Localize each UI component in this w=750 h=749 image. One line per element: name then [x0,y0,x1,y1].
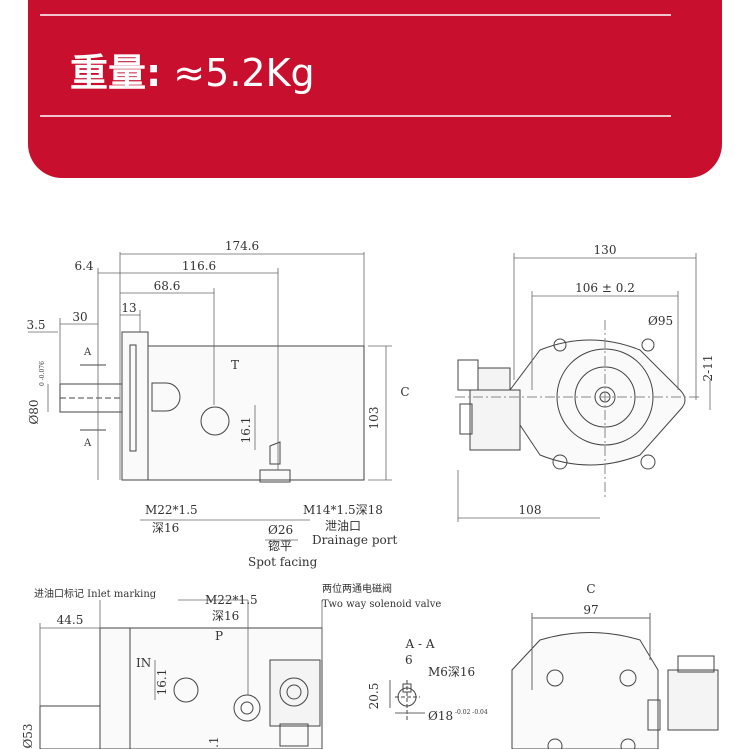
lower-thread-depth: 深16 [212,609,239,623]
dim-bore: Ø95 [648,314,673,328]
weight-value: ≈5.2Kg [173,51,315,95]
lower-partial-dim: 5.1 [207,736,221,749]
section-aa-outline [389,680,425,720]
valve-note-en: Two way solenoid valve [322,599,441,610]
section-marker-top: A [83,347,92,358]
lower-port-offset: 16.1 [155,669,169,696]
section-thread-m6: M6深16 [428,665,475,679]
dim-slot: 2-11 [701,355,715,382]
port-t-label: T [231,358,239,372]
lower-view-outline [39,627,323,749]
technical-drawing: 174.6 6.4 116.6 68.6 13 30 3.5 A A T C 1… [21,239,719,749]
drain-cn: 泄油口 [325,519,361,533]
view-c-marker: C [400,385,409,399]
valve-note: 两位两通电磁阀 [322,582,392,595]
section-key: 6 [405,653,413,667]
port-p-label: P [215,629,223,643]
spot-cn: 锪平 [268,538,292,553]
weight-spec: 重量: ≈5.2Kg [70,48,315,98]
in-label: IN [136,656,151,670]
dim-bolt-spacing: 106 ± 0.2 [575,281,635,295]
dim-width: 130 [594,243,617,257]
lower-view-dimension-lines [39,599,323,706]
view-c-outline [511,613,719,749]
banner-bottom-rule [40,115,671,117]
spot-en: Spot facing [248,555,318,569]
drain-en: Drainage port [312,533,397,547]
view-c-width: 97 [583,603,598,617]
lower-shaft-dia: Ø53 [21,723,35,748]
dim-bottom: 108 [519,503,542,517]
side-view-outline [59,331,365,483]
dim-port-offset: 16.1 [239,417,253,444]
dim-left-offset: 6.4 [74,259,93,273]
view-c-title: C [586,582,595,596]
lower-thread-m22: M22*1.5 [205,593,258,607]
dim-length-4: 13 [121,301,136,315]
section-shaft: Ø18 [428,709,453,723]
spot-diameter: Ø26 [268,523,293,537]
weight-label: 重量: [70,51,162,95]
dim-shaft-step: 3.5 [26,318,45,332]
lower-dim-length: 44.5 [57,613,84,627]
shaft-diameter: Ø80 [27,399,41,424]
section-height: 20.5 [367,683,381,710]
section-tolerance: -0.02 -0.04 [455,709,488,716]
dim-length-3: 68.6 [154,279,181,293]
side-dimension-lines [28,252,392,541]
banner-top-rule [40,14,671,16]
shaft-tolerance: 0 -0.076 [39,361,46,386]
inlet-note: 进油口标记 Inlet marking [34,587,157,600]
dim-length-2: 116.6 [182,259,216,273]
section-marker-bottom: A [83,438,92,449]
thread-m22: M22*1.5 [145,503,198,517]
header-banner [28,0,722,178]
dim-shaft-length: 30 [72,310,87,324]
section-aa-title: A - A [404,637,434,651]
thread-m14: M14*1.5深18 [303,503,383,517]
dim-total-length: 174.6 [225,239,259,253]
end-view-outline [455,320,700,500]
dim-height: 103 [367,407,381,430]
end-view-dimension-lines [457,253,711,522]
thread-m22-depth: 深16 [152,521,179,535]
